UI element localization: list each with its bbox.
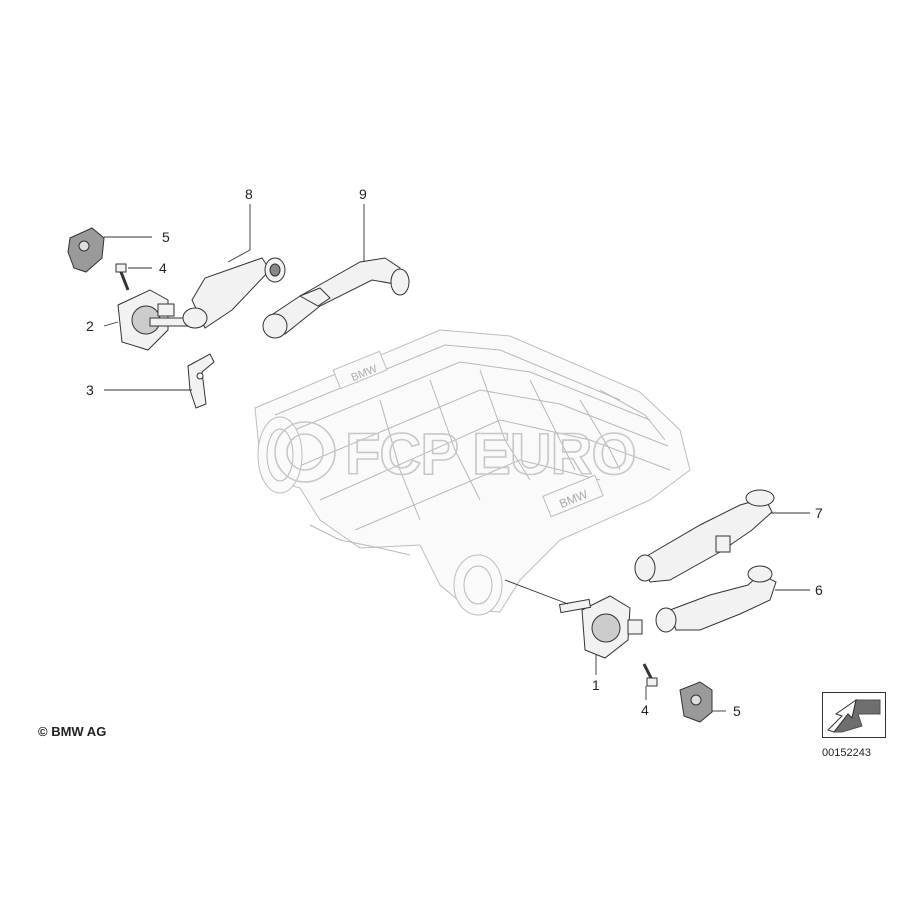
callout-4-lower: 4 — [641, 702, 649, 718]
orientation-arrow-icon — [822, 692, 886, 738]
callouts: 1 2 3 4 4 5 5 6 7 8 9 — [86, 186, 823, 719]
callout-6: 6 — [815, 582, 823, 598]
part-3-bracket — [187, 353, 215, 409]
callout-8: 8 — [245, 186, 253, 202]
copyright-notice: © BMW AG — [38, 724, 107, 739]
diagram-number: 00152243 — [822, 747, 871, 759]
leader-lines — [103, 204, 810, 712]
part-1-thermostat — [558, 595, 643, 659]
part-8-hose — [182, 257, 286, 329]
callout-4-upper: 4 — [159, 260, 167, 276]
part-4-bolt-lower — [642, 663, 658, 687]
part-7-hose — [634, 489, 775, 583]
part-9-hose — [262, 257, 410, 339]
callout-7: 7 — [815, 505, 823, 521]
callout-1: 1 — [592, 677, 600, 693]
watermark: FCP EURO — [274, 421, 637, 488]
callout-2: 2 — [86, 318, 94, 334]
part-4-bolt-upper — [115, 263, 130, 291]
callout-3: 3 — [86, 382, 94, 398]
part-6-hose — [655, 565, 777, 633]
watermark-text: FCP EURO — [345, 422, 636, 487]
callout-5-lower: 5 — [733, 703, 741, 719]
callout-5-upper: 5 — [162, 229, 170, 245]
part-5-gasket-upper — [67, 227, 105, 273]
part-2-flange — [117, 289, 189, 351]
part-5-gasket-lower — [679, 681, 713, 723]
callout-9: 9 — [359, 186, 367, 202]
intake-manifold: BMW BMW — [254, 329, 691, 616]
